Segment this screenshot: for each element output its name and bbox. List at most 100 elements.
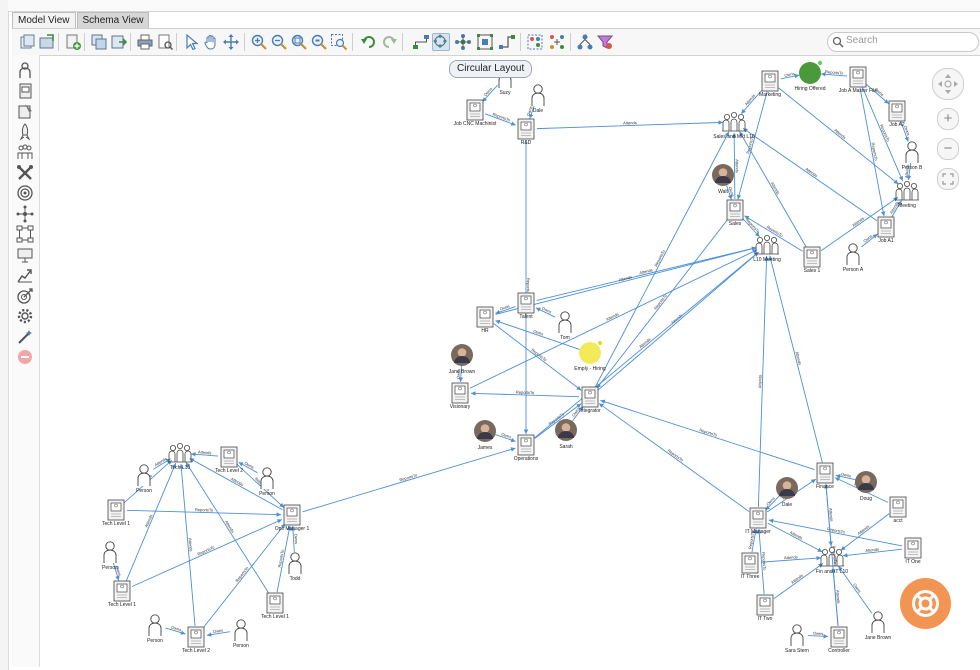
edge-attends[interactable]: Attends <box>189 457 283 511</box>
node-doug[interactable]: Doug <box>855 471 877 502</box>
edge-attends[interactable]: Attends <box>495 246 757 315</box>
edge-reportsto[interactable]: ReportsTo <box>757 528 768 595</box>
filter-button[interactable] <box>596 33 614 51</box>
node-persona[interactable]: Person A <box>843 243 864 273</box>
edge-reportsto[interactable]: ReportsTo <box>600 399 815 471</box>
palette-item-form[interactable] <box>16 102 34 120</box>
edge-attends[interactable]: Attends <box>153 456 171 470</box>
edge-reportsto[interactable]: ReportsTo <box>523 140 531 434</box>
zoom-in-button[interactable]: + <box>937 108 959 130</box>
edge-owns[interactable]: Owns <box>495 319 580 350</box>
edge-attends[interactable]: Attends <box>768 255 823 463</box>
edge-reportsto[interactable]: ReportsTo <box>470 390 580 398</box>
zoom-reset-button[interactable] <box>310 33 328 51</box>
edge-attends[interactable]: Attends <box>760 554 822 563</box>
node-itmanager[interactable]: IT Manager <box>745 507 771 535</box>
edge-reportsto[interactable]: ReportsTo <box>736 91 768 200</box>
node-l10[interactable]: L10 Meeting <box>753 234 781 263</box>
edge-owns[interactable]: Owns <box>765 495 780 511</box>
edge-attends[interactable]: Attends <box>731 132 740 200</box>
node-janebrown1[interactable]: Jane Brown <box>449 344 476 375</box>
node-james[interactable]: James <box>474 420 496 451</box>
node-joba2[interactable]: Job A2 <box>888 100 906 128</box>
node-sales[interactable]: Sales <box>726 199 744 227</box>
node-person5[interactable]: Person <box>233 619 249 649</box>
palette-item-group-meeting[interactable] <box>16 143 34 161</box>
open-model-button[interactable] <box>38 33 56 51</box>
edge-reportsto[interactable]: ReportsTo <box>302 447 516 513</box>
edge-owns[interactable]: Owns <box>456 365 464 383</box>
zoom-out-button[interactable] <box>270 33 288 51</box>
edge-attends[interactable]: Attends <box>125 462 177 582</box>
palette-item-remove[interactable] <box>16 348 34 366</box>
search-box[interactable]: Search <box>827 32 979 52</box>
hand-pan-button[interactable] <box>202 33 220 51</box>
zoom-selection-button[interactable] <box>330 33 348 51</box>
node-person1[interactable]: Person <box>136 464 152 494</box>
print-preview-button[interactable] <box>156 33 174 51</box>
node-meeting[interactable]: Meeting <box>895 180 919 209</box>
palette-item-rocket[interactable] <box>16 122 34 141</box>
edge-attends[interactable]: Attends <box>778 87 899 185</box>
edge-reportsto[interactable]: ReportsTo <box>596 218 729 389</box>
node-finitl10[interactable]: Fin and IT L10 <box>816 546 848 575</box>
node-finance[interactable]: Finance <box>816 462 834 490</box>
print-button[interactable] <box>136 33 154 51</box>
palette-item-magic-wand[interactable] <box>16 328 34 346</box>
zoom-fit-button[interactable] <box>290 33 308 51</box>
pointer-button[interactable] <box>182 33 200 51</box>
group-button[interactable] <box>526 33 544 51</box>
edge-owns[interactable]: Owns <box>206 628 231 637</box>
node-operations[interactable]: Operations <box>514 434 539 462</box>
edge-owns[interactable]: Owns <box>482 84 498 103</box>
node-techlevel1b[interactable]: Tech Level 1 <box>108 580 136 608</box>
edge-reportsto[interactable]: ReportsTo <box>744 215 803 252</box>
node-marketing[interactable]: Marketing <box>759 70 781 98</box>
edge-reportsto[interactable]: ReportsTo <box>598 403 750 512</box>
edge-attends[interactable]: Attends <box>598 251 759 391</box>
grid-layout-button[interactable] <box>476 33 494 51</box>
node-person3[interactable]: Person <box>102 541 118 571</box>
search-input[interactable]: Search <box>846 35 878 46</box>
node-janebrown2[interactable]: Jane Brown <box>865 611 892 641</box>
node-rd[interactable]: R&D <box>517 118 535 146</box>
edge-attends[interactable]: Attends <box>820 196 899 252</box>
node-dale2[interactable]: Dale <box>776 477 798 508</box>
edge-owns[interactable]: Owns <box>495 431 516 443</box>
node-visionary[interactable]: Visionary <box>450 382 471 410</box>
node-techlevel2b[interactable]: Tech Level 2 <box>182 626 210 654</box>
edge-attends[interactable]: Attends <box>903 162 912 181</box>
new-model-button[interactable] <box>18 33 36 51</box>
edge-owns[interactable]: Owns <box>835 471 856 481</box>
node-techlevel1c[interactable]: Tech Level 1 <box>261 592 289 620</box>
node-sales1[interactable]: Sales 1 <box>803 246 821 274</box>
palette-item-network[interactable] <box>16 205 34 223</box>
help-button[interactable] <box>900 578 951 629</box>
edge-attends[interactable]: Attends <box>773 563 824 599</box>
node-integrator[interactable]: Integrator <box>579 386 601 414</box>
edge-attends[interactable]: Attends <box>534 251 759 439</box>
node-dale1[interactable]: Dale <box>531 84 545 114</box>
node-joba[interactable]: Job A Master File <box>839 66 878 94</box>
node-acct[interactable]: acct <box>889 496 907 524</box>
palette-item-gear[interactable] <box>16 307 34 325</box>
tab-model-view[interactable]: Model View <box>12 12 76 28</box>
undo-button[interactable] <box>360 33 378 51</box>
organic-layout-button[interactable] <box>454 33 472 51</box>
tree-layout-button[interactable] <box>412 33 430 51</box>
palette-item-goal[interactable] <box>16 287 34 305</box>
tab-schema-view[interactable]: Schema View <box>76 12 150 28</box>
edge-owns[interactable]: Owns <box>535 306 556 318</box>
node-person2[interactable]: Person <box>259 467 275 497</box>
node-opsmanager1[interactable]: Ops Manager 1 <box>275 504 310 532</box>
edge-owns[interactable]: Owns <box>900 121 911 142</box>
edge-attends[interactable]: Attends <box>742 127 878 222</box>
redo-button[interactable] <box>380 33 398 51</box>
edge-attends[interactable]: Attends <box>179 463 196 627</box>
node-techl10[interactable]: Tech L10 <box>168 442 192 471</box>
edge-attends[interactable]: Attends <box>739 131 807 248</box>
node-hiringoffered[interactable]: Hiring Offered <box>794 60 826 93</box>
edge-attends[interactable]: Attends <box>842 547 903 558</box>
